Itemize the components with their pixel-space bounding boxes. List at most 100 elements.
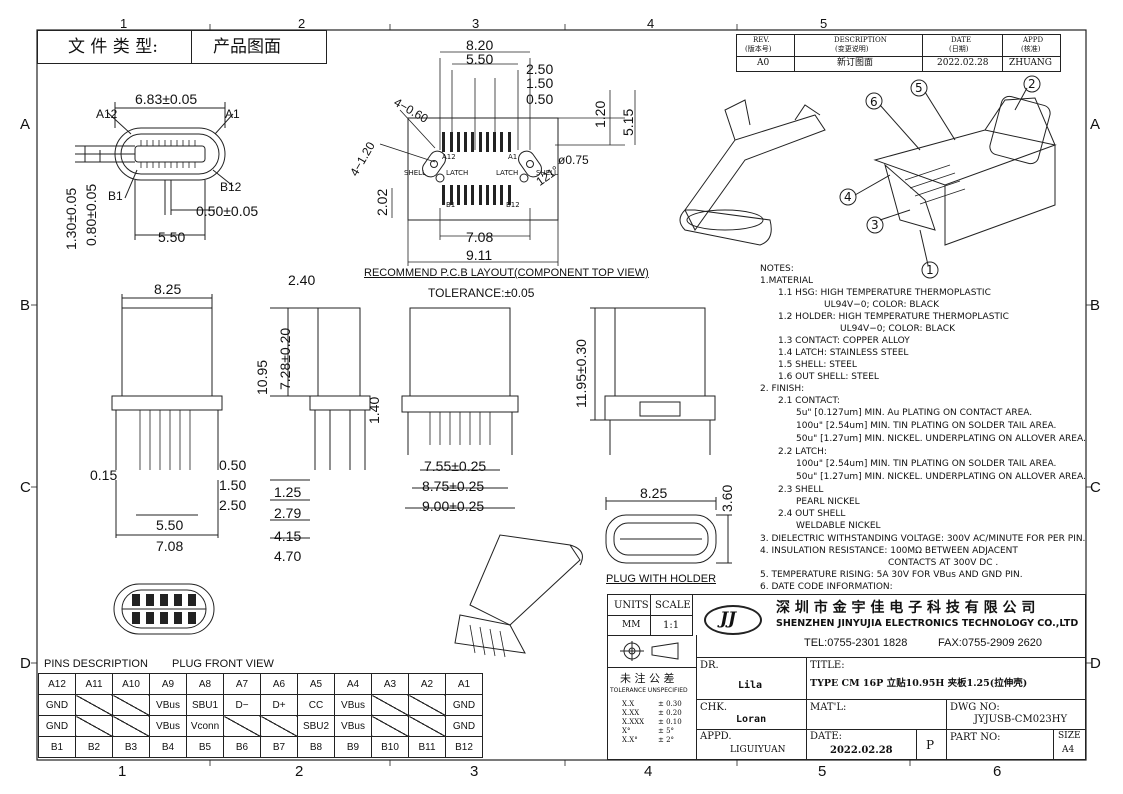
company-logo: JJ	[704, 605, 762, 635]
pin-cell	[75, 694, 113, 716]
pin-label-b1: B1	[108, 189, 123, 203]
file-type-value: 产品图面	[213, 37, 281, 57]
side-dim-125: 1.25	[274, 484, 302, 500]
pin-cell: B9	[334, 736, 372, 758]
pin-cell: B7	[260, 736, 298, 758]
tol-row: X.X	[622, 700, 635, 708]
pin-label-b12: B12	[220, 180, 242, 194]
side-dim-900: 9.00±0.25	[422, 498, 485, 514]
pcb-dim-550: 5.50	[466, 51, 494, 67]
date-label: DATE:	[810, 731, 843, 742]
pcb-label-a1: A1	[508, 153, 518, 161]
date-header-cn: (日期)	[949, 45, 969, 53]
pcb-dim-phi: ø0.75	[558, 153, 589, 167]
date-header: DATE	[951, 36, 972, 44]
pin-cell: A2	[408, 673, 446, 695]
pcb-label-shell-left: SHELL	[404, 169, 426, 177]
dim-span: 5.50	[158, 229, 186, 245]
pcb-dim-708: 7.08	[466, 229, 494, 245]
grid-letter: A	[20, 116, 31, 133]
part-no-label: PART NO:	[950, 732, 1001, 743]
dr-label: DR.	[700, 660, 719, 671]
pins-row-b-funcs: GND VBus Vconn SBU2 VBus GND	[38, 715, 483, 737]
pin-cell: GND	[445, 715, 483, 737]
dwg-value: JYJUSB-CM023HY	[974, 714, 1068, 725]
pin-cell: A6	[260, 673, 298, 695]
pcb-dim-202: 2.02	[374, 188, 390, 216]
grid-number: 4	[647, 16, 655, 31]
side-dim-150: 1.50	[219, 477, 247, 493]
pcb-dim-515: 5.15	[620, 108, 636, 136]
pcb-dim-120: 1.20	[592, 100, 608, 128]
dr-value: Lila	[738, 680, 763, 691]
tolerance-cn: 未 注 公 差	[620, 672, 675, 685]
appd-value: ZHUANG	[1009, 58, 1052, 68]
pin-cell: VBus	[334, 694, 372, 716]
pin-cell: A8	[186, 673, 224, 695]
grid-number: 2	[295, 763, 304, 780]
note-line: 1.2 HOLDER: HIGH TEMPERATURE THERMOPLAST…	[778, 312, 1009, 322]
side-dim-1095: 10.95	[254, 359, 270, 395]
pcb-label-latch-right: LATCH	[496, 169, 519, 177]
grid-number: 1	[118, 763, 127, 780]
note-line: 5u" [0.127um] MIN. Au PLATING ON CONTACT…	[796, 408, 1033, 418]
desc-value: 新订图面	[837, 58, 874, 68]
side-dim-015: 0.15	[90, 467, 118, 483]
pin-cell	[75, 715, 113, 737]
grid-letter: B	[1090, 297, 1101, 314]
pin-cell	[371, 715, 409, 737]
title-value: TYPE CM 16P 立贴10.95H 夹板1.25(拉伸壳)	[810, 678, 1028, 689]
pin-cell: A9	[149, 673, 187, 695]
pcb-layout-drawing	[379, 51, 636, 266]
pin-cell: A12	[38, 673, 76, 695]
pcb-dim-250: 2.50	[526, 61, 554, 77]
side-dim-240: 2.40	[288, 272, 316, 288]
front-view-drawing	[75, 102, 234, 240]
pin-label-a12: A12	[96, 107, 118, 121]
pin-cell: A11	[75, 673, 113, 695]
plug-3d-drawing	[454, 534, 583, 658]
note-line: 1.1 HSG: HIGH TEMPERATURE THERMOPLASTIC	[778, 288, 991, 298]
scale-label: SCALE	[655, 600, 691, 611]
chk-label: CHK.	[700, 702, 728, 713]
pin-cell: B1	[38, 736, 76, 758]
pin-label-a1: A1	[225, 107, 240, 121]
note-line: 4. INSULATION RESISTANCE: 100MΩ BETWEEN …	[760, 546, 1018, 556]
pcb-dim-911: 9.11	[466, 247, 493, 263]
appd-header-cn: (核准)	[1021, 45, 1041, 53]
note-line: 1.MATERIAL	[760, 276, 814, 286]
note-line: 2.3 SHELL	[778, 485, 824, 495]
pin-cell	[112, 694, 150, 716]
pcb-dim-150: 1.50	[526, 75, 554, 91]
side-dim-1195: 11.95±0.30	[573, 339, 589, 408]
page-label: P	[926, 738, 935, 752]
pins-row-a-funcs: GND VBus SBU1 D− D+ CC VBus GND	[38, 694, 483, 716]
units-value: MM	[622, 620, 641, 630]
pin-cell: B6	[223, 736, 261, 758]
pin-cell: B12	[445, 736, 483, 758]
grid-number: 1	[120, 16, 128, 31]
holder-dim-height: 3.60	[719, 484, 735, 512]
appd-value: LIGUIYUAN	[730, 745, 786, 755]
pins-row-b-labels: B1 B2 B3 B4 B5 B6 B7 B8 B9 B10 B11 B12	[38, 736, 483, 758]
pin-cell: B11	[408, 736, 446, 758]
pcb-tolerance: TOLERANCE:±0.05	[428, 286, 535, 300]
rev-header-cn: (版本号)	[745, 45, 772, 53]
pin-cell	[112, 715, 150, 737]
pcb-dim-050: 0.50	[526, 91, 554, 107]
pin-cell: SBU2	[297, 715, 335, 737]
side-dim-279: 2.79	[274, 505, 302, 521]
side-dim-140: 1.40	[366, 396, 382, 424]
chk-value: Loran	[736, 714, 767, 725]
dim-height-2: 0.80±0.05	[83, 183, 99, 246]
note-line: 5. TEMPERATURE RISING: 5A 30V FOR VBus A…	[760, 570, 1023, 580]
side-dim-250: 2.50	[219, 497, 247, 513]
note-line: 2. FINISH:	[760, 384, 805, 394]
side-dim-825: 8.25	[154, 281, 182, 297]
pin-cell: B2	[75, 736, 113, 758]
title-label: TITLE:	[810, 660, 845, 671]
pin-cell: Vconn	[186, 715, 224, 737]
note-line: 1.4 LATCH: STAINLESS STEEL	[778, 348, 909, 358]
pin-cell: D+	[260, 694, 298, 716]
pin-cell: B4	[149, 736, 187, 758]
